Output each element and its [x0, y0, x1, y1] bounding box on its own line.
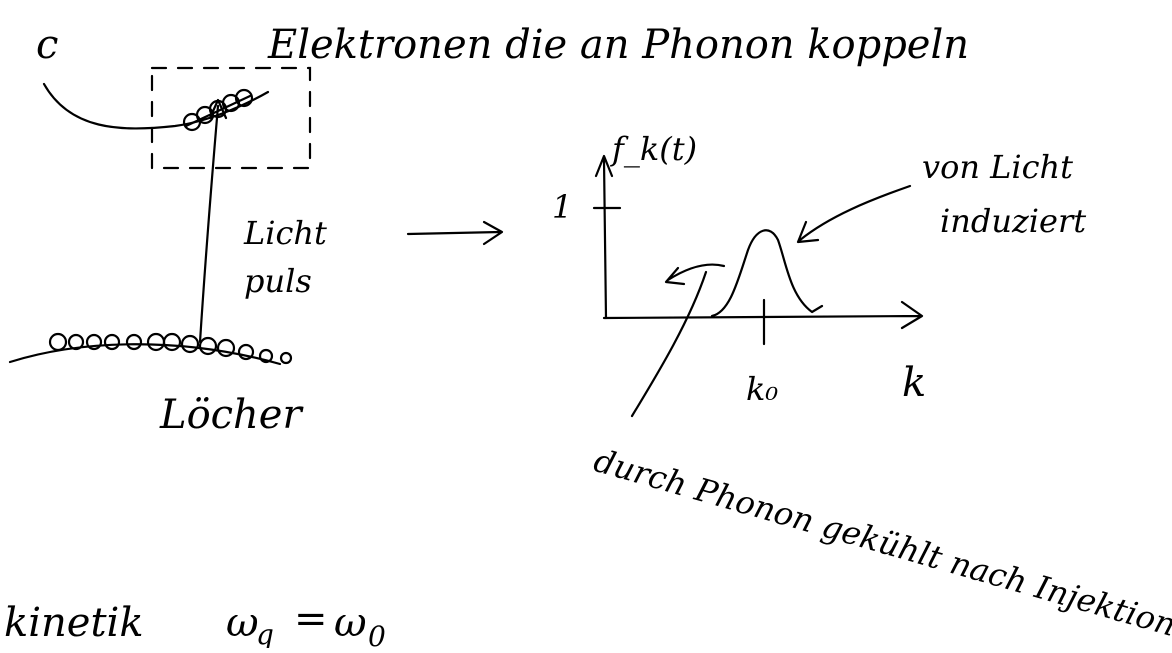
- pulse-label-line2: puls: [244, 262, 312, 300]
- holes-label: Löcher: [159, 392, 304, 438]
- equation-lhs: ω: [226, 600, 259, 646]
- occupation-plot: 1 f_k(t) k₀ k: [552, 130, 926, 408]
- plot-x-marker-label: k₀: [746, 370, 778, 408]
- plot-x-axis-label: k: [902, 360, 926, 406]
- equation-rhs: ω: [334, 600, 367, 646]
- conduction-band-label: c: [36, 22, 58, 68]
- plot-y-tick-label: 1: [552, 188, 572, 226]
- electron-cluster: [182, 88, 254, 132]
- transition-arrow: [406, 220, 504, 246]
- valence-band-curve: [8, 343, 282, 366]
- annotation-phonon-arrow: [664, 263, 726, 286]
- distribution-curve: [710, 229, 824, 318]
- electron-highlight-box: [150, 66, 312, 170]
- equation-lhs-subscript: q: [256, 618, 274, 648]
- equation-word: kinetik: [4, 600, 144, 646]
- heading-text: Elektronen die an Phonon koppeln: [267, 22, 969, 68]
- annotation-phonon-pointer: [630, 270, 708, 418]
- plot-x-axis: [602, 300, 924, 330]
- kinetics-equation: kinetik ω q = ω 0: [4, 596, 386, 653]
- annotation-light-line2: induziert: [940, 202, 1086, 240]
- equation-rhs-subscript: 0: [368, 620, 386, 648]
- annotation-light-line1: von Licht: [922, 148, 1073, 186]
- pulse-label-line1: Licht: [243, 214, 327, 252]
- plot-y-axis-label: f_k(t): [610, 130, 697, 168]
- equation-equals: =: [294, 596, 328, 642]
- annotation-light-arrow: [796, 184, 912, 244]
- hole-cluster: [48, 332, 293, 365]
- conduction-band-curve: [42, 82, 270, 130]
- annotation-phonon-text: durch Phonon gekühlt nach Injektion: [590, 441, 1172, 644]
- light-pulse-arrow: [198, 98, 228, 344]
- plot-y-axis: [594, 154, 614, 320]
